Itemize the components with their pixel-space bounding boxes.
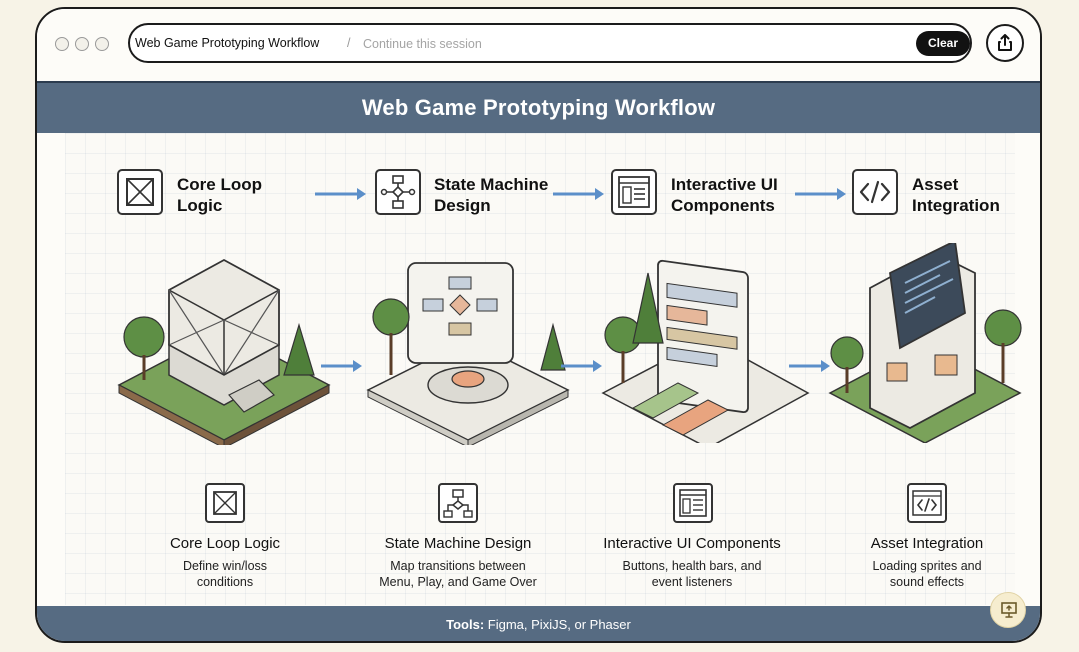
asset-integration-scene bbox=[828, 243, 1022, 443]
presentation-icon bbox=[1001, 602, 1017, 618]
card-desc-state-machine: Map transitions between Menu, Play, and … bbox=[343, 558, 573, 590]
state-machine-scene bbox=[366, 262, 570, 445]
layout-icon bbox=[673, 483, 713, 523]
card-1-desc-line1: Define win/loss bbox=[182, 559, 268, 573]
card-desc-ui-components: Buttons, health bars, and event listener… bbox=[577, 558, 807, 590]
step-arrow-3 bbox=[795, 188, 846, 200]
card-3-desc-line1: Buttons, health bars, and bbox=[622, 559, 762, 573]
card-4-desc-line2: sound effects bbox=[889, 575, 965, 589]
page-banner: Web Game Prototyping Workflow bbox=[37, 81, 1040, 133]
tools-text: Tools: Figma, PixiJS, or Phaser bbox=[37, 617, 1040, 632]
step-2-line1: State Machine bbox=[434, 175, 549, 194]
step-label-state-machine: State Machine Design bbox=[434, 174, 584, 216]
scene-arrow-2 bbox=[561, 360, 602, 372]
step-3-line2: Components bbox=[671, 196, 775, 215]
minimize-window-dot[interactable] bbox=[75, 37, 89, 51]
step-3-line1: Interactive UI bbox=[671, 175, 778, 194]
card-title-ui-components: Interactive UI Components bbox=[603, 535, 781, 552]
card-4-desc-line1: Loading sprites and bbox=[872, 559, 982, 573]
scene-arrow-1 bbox=[321, 360, 362, 372]
tools-list: Figma, PixiJS, or Phaser bbox=[487, 617, 631, 632]
card-title-asset-integration: Asset Integration bbox=[870, 535, 984, 552]
page-title: Web Game Prototyping Workflow bbox=[361, 95, 716, 120]
maximize-window-dot[interactable] bbox=[95, 37, 109, 51]
card-title-state-machine: State Machine Design bbox=[384, 535, 532, 552]
crossed-box-icon bbox=[205, 483, 245, 523]
flowchart-icon bbox=[375, 169, 421, 215]
card-title-core-loop: Core Loop Logic bbox=[169, 535, 281, 552]
tools-label: Tools: bbox=[446, 617, 485, 632]
app-window: Web Game Prototyping Workflow / Clear We… bbox=[35, 7, 1042, 643]
card-2-desc-line1: Map transitions between bbox=[390, 559, 526, 573]
flowchart-icon bbox=[438, 483, 478, 523]
code-icon bbox=[852, 169, 898, 215]
crossed-box-icon bbox=[117, 169, 163, 215]
share-icon bbox=[998, 34, 1012, 51]
title-bar: Web Game Prototyping Workflow / Clear bbox=[37, 9, 1040, 79]
step-4-line2: Integration bbox=[912, 196, 1000, 215]
breadcrumb-separator: / bbox=[347, 36, 351, 50]
workflow-infographic: Core Loop Logic State Machine Design Int… bbox=[65, 133, 1022, 605]
step-label-asset-integration: Asset Integration bbox=[912, 174, 1040, 216]
breadcrumb-title[interactable]: Web Game Prototyping Workflow bbox=[135, 36, 320, 50]
clear-button[interactable]: Clear bbox=[916, 31, 970, 56]
ui-components-scene bbox=[601, 259, 810, 443]
scene-arrow-3 bbox=[789, 360, 830, 372]
present-button[interactable] bbox=[990, 592, 1026, 628]
step-1-line2: Logic bbox=[177, 196, 223, 215]
step-arrow-2 bbox=[553, 188, 604, 200]
code-icon bbox=[907, 483, 947, 523]
layout-icon bbox=[611, 169, 657, 215]
share-button[interactable] bbox=[986, 24, 1024, 62]
close-window-dot[interactable] bbox=[55, 37, 69, 51]
card-1-desc-line2: conditions bbox=[196, 575, 254, 589]
step-4-line1: Asset bbox=[912, 175, 959, 194]
core-loop-scene bbox=[117, 258, 331, 445]
card-desc-asset-integration: Loading sprites and sound effects bbox=[812, 558, 1040, 590]
session-bar: Web Game Prototyping Workflow / Clear bbox=[128, 23, 972, 63]
step-label-core-loop: Core Loop Logic bbox=[177, 174, 327, 216]
tools-footer: Tools: Figma, PixiJS, or Phaser bbox=[37, 606, 1040, 641]
card-desc-core-loop: Define win/loss conditions bbox=[110, 558, 340, 590]
card-2-desc-line2: Menu, Play, and Game Over bbox=[379, 575, 537, 589]
step-1-line1: Core Loop bbox=[177, 175, 262, 194]
card-3-desc-line2: event listeners bbox=[651, 575, 733, 589]
step-label-ui-components: Interactive UI Components bbox=[671, 174, 821, 216]
session-input[interactable] bbox=[363, 34, 903, 54]
step-2-line2: Design bbox=[434, 196, 491, 215]
step-arrow-1 bbox=[315, 188, 366, 200]
